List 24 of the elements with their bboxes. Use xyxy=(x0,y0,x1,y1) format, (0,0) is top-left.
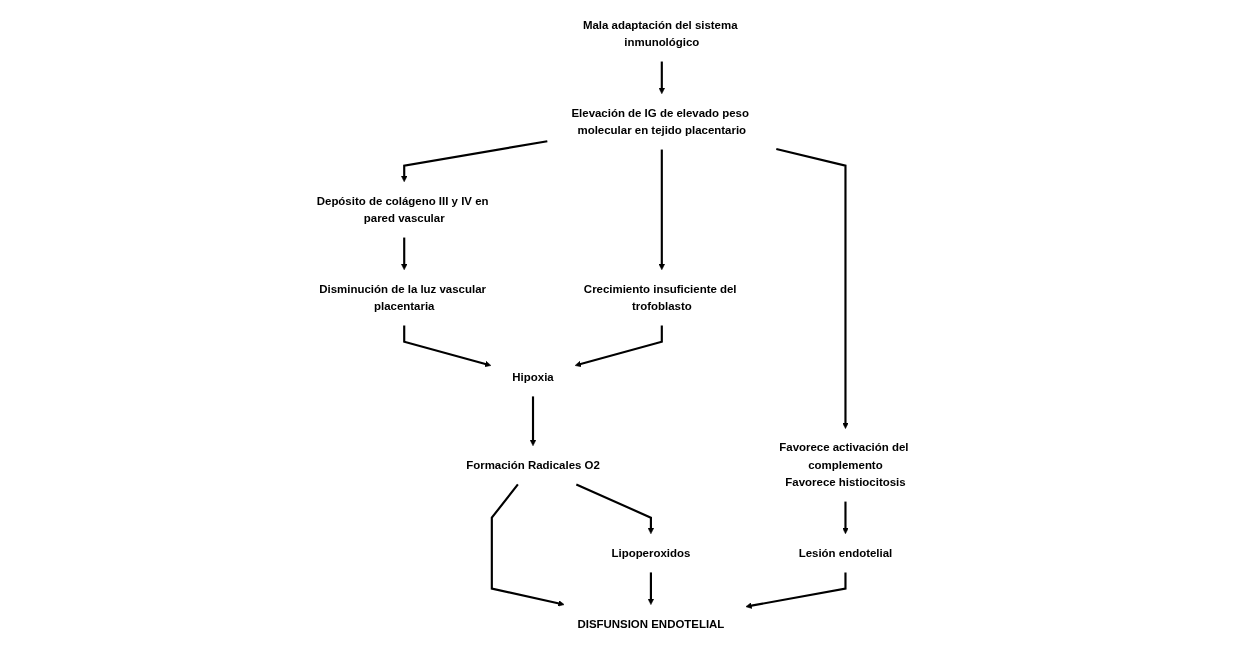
arrow xyxy=(490,483,565,607)
node-text: Formación Radicales O2 xyxy=(465,458,600,471)
node-text: Lipoperoxidos xyxy=(611,546,690,559)
arrow xyxy=(647,572,654,605)
node-text: Lesión endotelial xyxy=(798,546,892,559)
arrow xyxy=(775,148,849,429)
arrow xyxy=(402,325,491,367)
arrow xyxy=(575,483,654,535)
node-text: Disminución de la luz vascular placentaria xyxy=(318,282,486,312)
arrow xyxy=(400,237,407,271)
node-text: Favorece activación del complemento Favorece histiocitosis xyxy=(778,441,909,488)
arrow xyxy=(745,572,847,609)
node-text: Crecimiento insuficiente del trofoblasto xyxy=(583,282,737,312)
arrow xyxy=(658,61,665,94)
arrow xyxy=(842,501,849,535)
arrow xyxy=(658,149,665,271)
arrow xyxy=(574,325,663,367)
node-text: Hipoxia xyxy=(511,370,554,383)
arrow xyxy=(400,140,548,183)
node-text: DISFUNSION ENDOTELIAL xyxy=(577,617,725,630)
node-text: Depósito de colágeno III y IV en pared vascular xyxy=(316,194,489,224)
arrow xyxy=(529,396,536,447)
node-text: Elevación de IG de elevado peso molecular en tejido placentario xyxy=(571,106,749,136)
node-text: Mala adaptación del sistema inmunológico xyxy=(582,18,738,48)
